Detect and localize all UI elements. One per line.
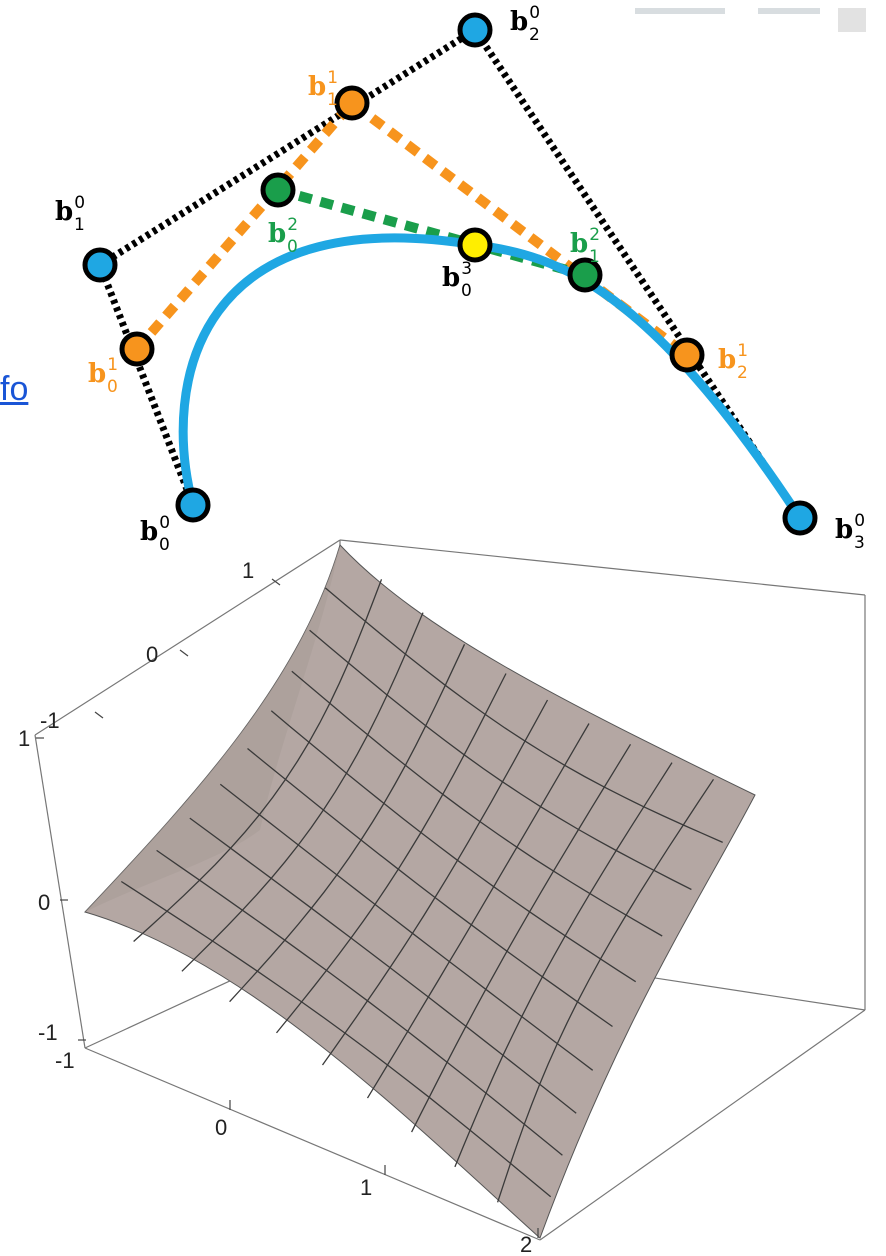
y-tick-label: -1 <box>40 708 60 733</box>
x-tick-label: 2 <box>520 1232 532 1256</box>
mesh-line-u <box>366 723 590 1099</box>
point-label-superscript: 1 <box>737 341 748 361</box>
point-label-superscript: 0 <box>159 513 170 533</box>
point-label-subscript: 1 <box>74 215 85 235</box>
z-tick-label: -1 <box>38 1020 58 1045</box>
control-point-b01 <box>119 331 155 367</box>
mesh-line-v <box>219 783 594 1071</box>
point-label-subscript: 3 <box>854 533 865 553</box>
bezier-curve <box>178 233 805 523</box>
axis-tick-labels: 1 0 -1 1 0 -1 -1 0 1 2 <box>18 558 532 1256</box>
point-label-base: b <box>510 7 528 37</box>
z-tick-label: 1 <box>18 726 30 751</box>
surface-patch <box>84 544 756 1239</box>
surface-shadow <box>85 545 340 912</box>
point-label-superscript: 2 <box>589 225 600 245</box>
point-label-base: b <box>88 359 106 389</box>
mesh-line-v <box>189 817 577 1114</box>
control-point-b03 <box>457 227 493 263</box>
control-point-b30 <box>782 500 818 536</box>
point-label-base: b <box>308 72 326 102</box>
point-label-base: b <box>570 229 588 259</box>
point-label-superscript: 1 <box>327 68 338 88</box>
control-polygon <box>95 25 803 520</box>
z-tick-label: 0 <box>38 890 50 915</box>
point-label-base: b <box>835 515 853 545</box>
mesh-line-u <box>411 743 632 1133</box>
surface-plot-3d: 1 0 -1 1 0 -1 -1 0 1 2 <box>18 539 866 1256</box>
mesh-line-u <box>496 778 715 1203</box>
control-point-b02 <box>260 172 296 208</box>
link-fragment[interactable]: fo <box>0 370 29 408</box>
point-label-superscript: 3 <box>461 259 472 279</box>
surface-mesh <box>120 579 723 1203</box>
point-label-subscript: 2 <box>737 363 748 383</box>
control-point-b00 <box>175 487 211 523</box>
point-label-superscript: 1 <box>107 355 118 375</box>
control-point-b10 <box>82 247 118 283</box>
mesh-line-v <box>120 880 552 1198</box>
point-label-base: b <box>718 345 736 375</box>
point-label-superscript: 0 <box>854 511 865 531</box>
point-label-superscript: 2 <box>287 215 298 235</box>
top-edge-fragment <box>635 8 866 32</box>
point-label-subscript: 0 <box>159 535 170 555</box>
point-label-base: b <box>442 263 460 293</box>
point-label-subscript: 1 <box>589 247 600 267</box>
control-point-b11 <box>334 85 370 121</box>
point-label-subscript: 0 <box>461 281 472 301</box>
x-tick-label: -1 <box>55 1048 75 1073</box>
y-tick-label: 1 <box>242 558 254 583</box>
mesh-line-u <box>454 762 673 1168</box>
control-point-b12 <box>567 257 603 293</box>
point-label-subscript: 2 <box>529 25 540 45</box>
y-tick-label: 0 <box>146 642 158 667</box>
point-label-superscript: 0 <box>74 193 85 213</box>
x-tick-label: 1 <box>360 1175 372 1200</box>
point-label-superscript: 0 <box>529 3 540 23</box>
control-point-b20 <box>457 12 493 48</box>
point-label-subscript: 1 <box>327 90 338 110</box>
point-label-base: b <box>140 517 158 547</box>
control-point-b21 <box>669 337 705 373</box>
point-label-subscript: 0 <box>287 237 298 257</box>
mesh-line-v <box>156 849 563 1156</box>
tick-marks <box>36 578 539 1238</box>
point-label-base: b <box>55 197 73 227</box>
x-tick-label: 0 <box>215 1115 227 1140</box>
mesh-line-v <box>247 747 613 1028</box>
point-label-subscript: 0 <box>107 377 118 397</box>
point-label-base: b <box>268 219 286 249</box>
